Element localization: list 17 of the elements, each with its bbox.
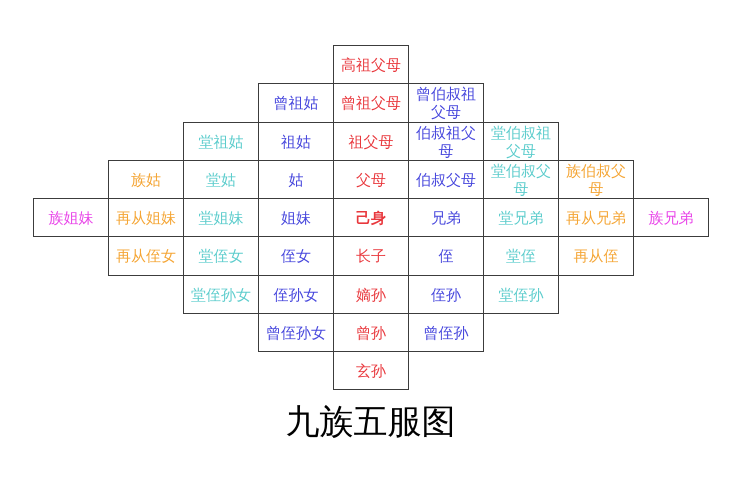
- grid-cell: 再从侄: [558, 236, 634, 276]
- grid-cell: 高祖父母: [333, 45, 409, 84]
- grid-cell: 堂祖姑: [183, 122, 259, 161]
- grid-cell: 堂伯叔祖父母: [483, 122, 559, 161]
- grid-cell: 曾祖姑: [258, 83, 334, 123]
- grid-cell: 曾侄孙女: [258, 313, 334, 352]
- grid-cell: 族姐妹: [33, 198, 109, 237]
- grid-cell: 族兄弟: [633, 198, 709, 237]
- grid-cell: 族伯叔父母: [558, 160, 634, 199]
- title: 九族五服图: [284, 401, 456, 443]
- grid-cell: 曾侄孙: [408, 313, 484, 352]
- grid-cell: 曾伯叔祖父母: [408, 83, 484, 123]
- grid-cell: 玄孙: [333, 351, 409, 390]
- grid-cell: 族姑: [108, 160, 184, 199]
- grid-cell: 堂侄孙: [483, 275, 559, 314]
- grid-cell: 堂侄孙女: [183, 275, 259, 314]
- grid-cell: 再从侄女: [108, 236, 184, 276]
